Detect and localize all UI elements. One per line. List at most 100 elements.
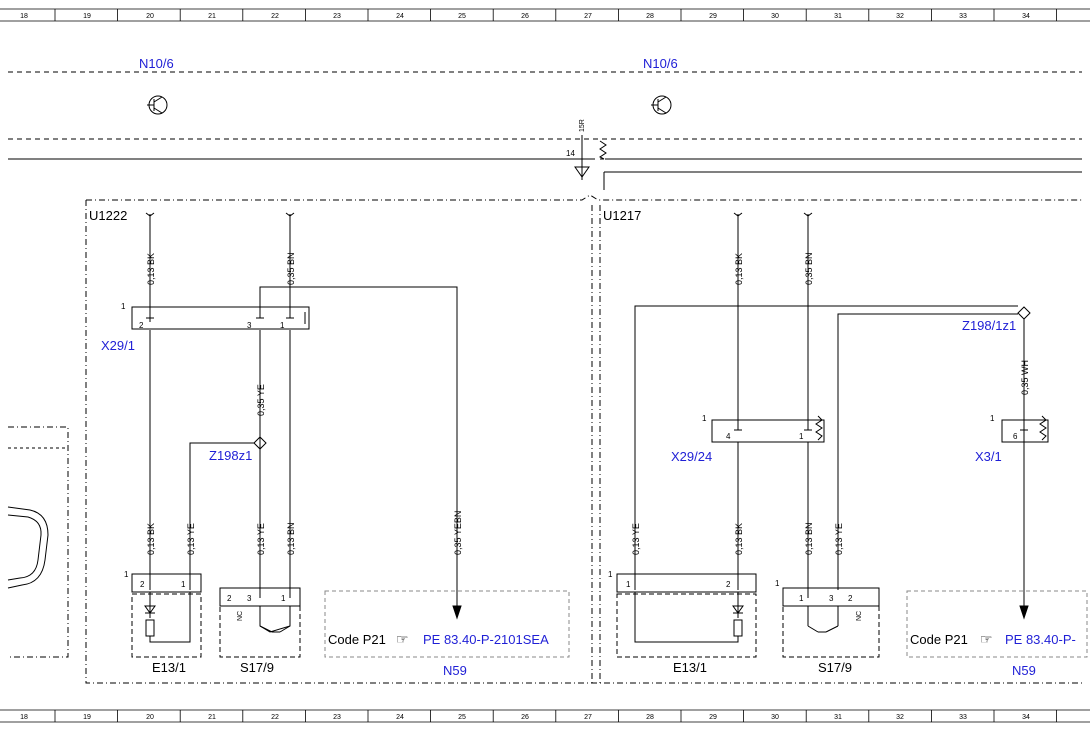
ruler-top-col: 21 — [208, 13, 216, 20]
pin-number: 2 — [848, 594, 853, 603]
ruler-top-col: 28 — [646, 13, 654, 20]
resistor-icon — [145, 619, 155, 637]
code-label-right: Code P21 — [910, 632, 968, 647]
pin-number: 3 — [247, 321, 252, 330]
wire-label: 0,13 YE — [256, 523, 266, 555]
wire-label: 0,13 BK — [734, 253, 744, 285]
ruler-top-col: 18 — [20, 13, 28, 20]
ruler-bottom-col: 21 — [208, 714, 216, 721]
ruler-top-col: 24 — [396, 13, 404, 20]
resistor-symbol — [599, 140, 607, 160]
led-icon — [144, 605, 156, 614]
pe-reference-left[interactable]: PE 83.40-P-2101SEA — [423, 632, 549, 647]
ruler-bottom-col: 20 — [146, 714, 154, 721]
splice-label-z198-1z1: Z198/1z1 — [962, 318, 1016, 333]
wire-label: 0,35 YEBN — [453, 511, 463, 555]
switch-icon — [807, 625, 839, 633]
terminal-15r: 15R — [579, 119, 586, 132]
pin-number: 2 — [140, 580, 145, 589]
wire-label: 0,13 YE — [834, 523, 844, 555]
module-label-n59-right: N59 — [1012, 663, 1036, 678]
module-label-n10-right: N10/6 — [643, 56, 678, 71]
module-label-n10-left: N10/6 — [139, 56, 174, 71]
wire-label: 0,13 YE — [631, 523, 641, 555]
n59-right-box — [906, 590, 1088, 658]
pin-number: 2 — [139, 321, 144, 330]
connector-x3-1 — [1001, 419, 1049, 443]
wire-label: 0,13 BK — [734, 523, 744, 555]
wire-label: 0,35 YE — [256, 384, 266, 416]
e13-1-left-box — [131, 593, 202, 658]
transistor-icon — [147, 95, 168, 115]
ruler-bottom-col: 18 — [20, 714, 28, 721]
splice-z198z1-icon — [253, 436, 267, 450]
ruler-bottom-col: 30 — [771, 714, 779, 721]
ruler-bottom-col: 34 — [1022, 714, 1030, 721]
ruler-bottom-col: 31 — [834, 714, 842, 721]
switch-icon — [259, 625, 291, 633]
ruler-bottom-col: 26 — [521, 714, 529, 721]
pin-number: 6 — [1013, 432, 1018, 441]
splice-z198-1z1-icon — [1017, 306, 1031, 320]
connector-label-x3-1: X3/1 — [975, 449, 1002, 464]
left-partial-panel — [8, 426, 69, 658]
connector-label-x29-1: X29/1 — [101, 338, 135, 353]
wire-label: 0,35 BN — [286, 252, 296, 285]
pointing-hand-icon: ☞ — [396, 631, 409, 647]
s17-9-right-box — [782, 605, 880, 658]
bottom-ruler — [0, 709, 1090, 723]
wire-label: 0,13 BN — [804, 522, 814, 555]
pin-nc: NC — [237, 611, 244, 621]
ruler-top-col: 30 — [771, 13, 779, 20]
ruler-top-col: 25 — [458, 13, 466, 20]
module-label-n59-left: N59 — [443, 663, 467, 678]
ruler-top-col: 29 — [709, 13, 717, 20]
terminal-tip — [285, 212, 295, 217]
pin-number: 1 — [181, 580, 186, 589]
pin-number: 1 — [121, 302, 126, 311]
pin-number: 1 — [626, 580, 631, 589]
wire-label: 0,13 BK — [146, 253, 156, 285]
u1217-label: U1217 — [603, 208, 641, 223]
ruler-bottom-col: 23 — [333, 714, 341, 721]
terminal-14: 14 — [566, 149, 575, 158]
pin-number: 3 — [247, 594, 252, 603]
top-ruler — [0, 8, 1090, 22]
e13-1-right-connector — [616, 573, 757, 593]
left-partial-shape — [7, 506, 49, 589]
resistor-symbol — [1039, 415, 1047, 441]
n59-left-box — [324, 590, 570, 658]
ruler-top-col: 20 — [146, 13, 154, 20]
ruler-bottom-col: 29 — [709, 714, 717, 721]
code-label-left: Code P21 — [328, 632, 386, 647]
wire-ye-yebn — [259, 286, 458, 608]
component-label-e13-1-right: E13/1 — [673, 660, 707, 675]
e13-1-right-box — [616, 593, 757, 658]
pin-number: 1 — [124, 570, 129, 579]
wire-ye-right-outer — [634, 305, 1018, 590]
transistor-icon — [651, 95, 672, 115]
component-label-e13-1-left: E13/1 — [152, 660, 186, 675]
pe-reference-right[interactable]: PE 83.40-P- — [1005, 632, 1076, 647]
ruler-bottom-col: 25 — [458, 714, 466, 721]
terminal-tip — [145, 212, 155, 217]
pin-number: 1 — [799, 432, 804, 441]
pin-number: 1 — [702, 414, 707, 423]
wire-ye-right-inner — [837, 313, 1018, 590]
wire-label: 0,13 YE — [186, 523, 196, 555]
ruler-top-col: 32 — [896, 13, 904, 20]
pin-number: 4 — [726, 432, 731, 441]
pin-number: 1 — [775, 579, 780, 588]
pin-nc: NC — [856, 611, 863, 621]
wire-label: 0,13 BK — [146, 523, 156, 555]
ruler-bottom-col: 24 — [396, 714, 404, 721]
ruler-top-col: 23 — [333, 13, 341, 20]
wire-label: 0,13 BN — [286, 522, 296, 555]
pin-number: 1 — [281, 594, 286, 603]
ruler-top-col: 27 — [584, 13, 592, 20]
left-partial-shape-inner — [7, 514, 42, 581]
ruler-top-col: 34 — [1022, 13, 1030, 20]
u1222-label: U1222 — [89, 208, 127, 223]
pointing-hand-icon: ☞ — [980, 631, 993, 647]
